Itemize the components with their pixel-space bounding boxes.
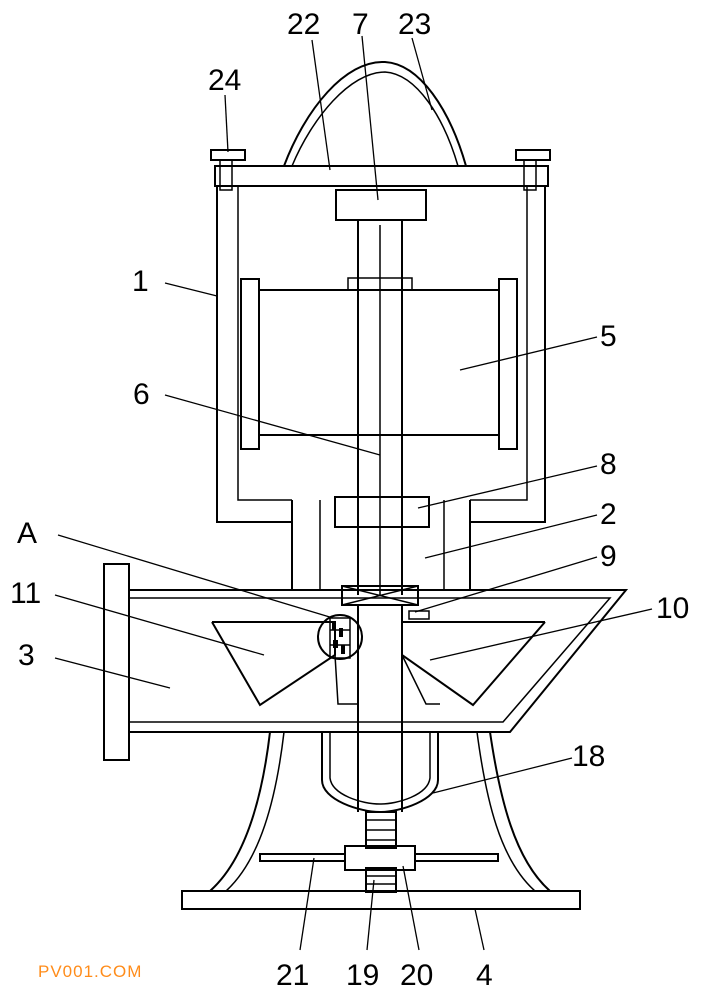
label-23: 23	[398, 8, 431, 41]
tank-body	[128, 589, 629, 733]
stirring-blade	[259, 853, 499, 862]
coupling	[334, 496, 430, 528]
handle	[283, 60, 467, 167]
right-funnel	[401, 621, 546, 707]
inlet-flange	[103, 563, 130, 761]
label-22: 22	[287, 8, 320, 41]
label-7: 7	[352, 8, 369, 41]
motor-block	[335, 189, 427, 221]
label-1: 1	[132, 265, 149, 298]
bolt-left	[210, 149, 246, 191]
central-shaft	[347, 220, 413, 595]
label-2: 2	[600, 498, 617, 531]
label-5: 5	[600, 320, 617, 353]
label-a: A	[17, 517, 37, 550]
label-20: 20	[400, 959, 433, 992]
left-funnel	[211, 621, 359, 707]
top-cover-plate	[214, 165, 549, 187]
threaded-rod	[365, 811, 397, 893]
connecting-tube	[291, 500, 471, 590]
label-18: 18	[572, 740, 605, 773]
detail-a	[317, 614, 363, 660]
outer-housing	[216, 185, 546, 523]
label-19: 19	[346, 959, 379, 992]
label-3: 3	[18, 639, 35, 672]
label-8: 8	[600, 448, 617, 481]
label-21: 21	[276, 959, 309, 992]
leader-lines	[54, 35, 653, 951]
lower-shaft	[357, 605, 403, 812]
label-24: 24	[208, 64, 241, 97]
label-10: 10	[656, 592, 689, 625]
screen-drum	[240, 278, 518, 450]
watermark-text: PV001.COM	[38, 962, 142, 981]
label-11: 11	[10, 577, 41, 610]
hub	[344, 845, 416, 871]
label-9: 9	[600, 540, 617, 573]
bolt-right	[515, 149, 551, 191]
part-labels: 22 7 23 24 1 5 6 8 2 9 A 11 10 3 18 21 1…	[10, 8, 689, 992]
support-legs	[209, 731, 551, 892]
label-6: 6	[133, 378, 150, 411]
u-guard	[321, 732, 439, 814]
label-4: 4	[476, 959, 493, 992]
base-plate	[181, 890, 581, 910]
